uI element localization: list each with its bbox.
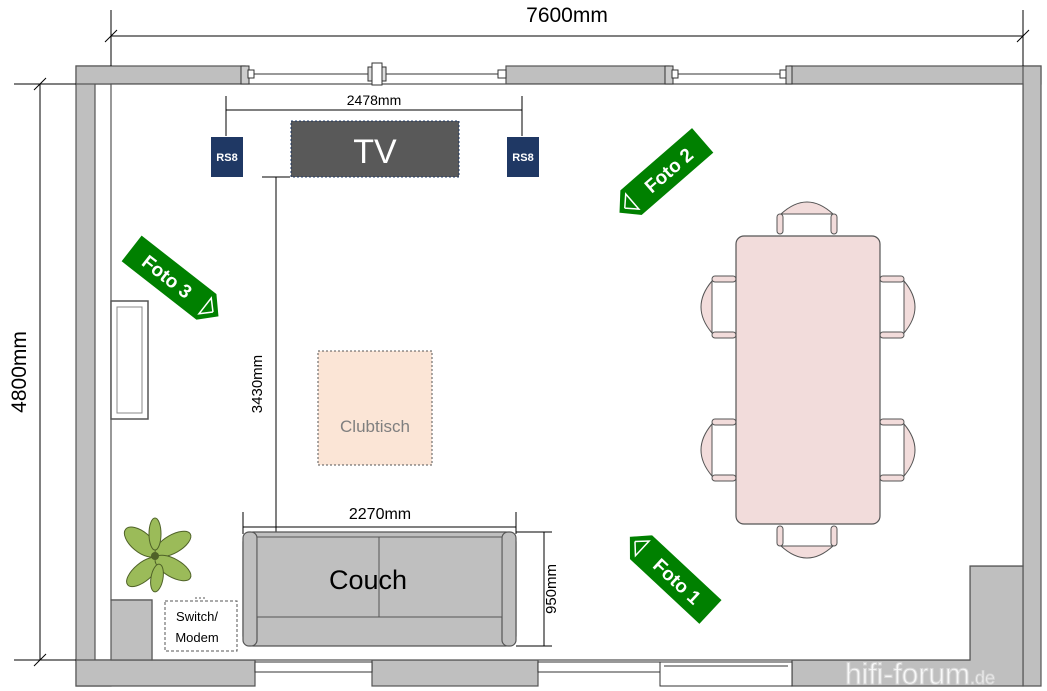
dim-couch-width bbox=[242, 512, 517, 534]
coffee-table bbox=[317, 350, 433, 466]
speaker-left bbox=[211, 137, 243, 177]
wall-top-right bbox=[789, 65, 1042, 85]
dim-couch-depth bbox=[516, 531, 552, 647]
switch-label-line1: Switch/ bbox=[176, 609, 218, 624]
bottom-windows bbox=[254, 661, 793, 687]
wall-bottom-mid bbox=[371, 659, 539, 687]
plant-icon bbox=[123, 517, 192, 593]
couch-label: Couch bbox=[329, 565, 407, 595]
watermark: hifi-forum.de bbox=[845, 658, 995, 691]
wall-top-left bbox=[75, 65, 246, 85]
wall-bottom-left bbox=[75, 659, 256, 687]
total-height-label: 4800mm bbox=[8, 331, 31, 413]
tv-label: TV bbox=[353, 133, 397, 171]
wall-left bbox=[75, 65, 112, 687]
dining-chairs bbox=[700, 201, 916, 559]
watermark-brand: hifi-forum bbox=[845, 658, 970, 691]
couch bbox=[242, 531, 517, 647]
dining-table bbox=[735, 235, 881, 525]
top-windows bbox=[240, 62, 793, 86]
total-width-label: 7600mm bbox=[526, 4, 608, 27]
coffee-table-label: Clubtisch bbox=[340, 417, 410, 436]
viewing-distance-label: 3430mm bbox=[249, 355, 266, 413]
watermark-tld: .de bbox=[970, 668, 995, 688]
switch-label-line2: Modem bbox=[175, 630, 218, 645]
speaker-right-label: RS8 bbox=[512, 152, 533, 164]
speaker-left-label: RS8 bbox=[216, 152, 237, 164]
dim-total-width bbox=[104, 10, 1030, 66]
couch-depth-label: 950mm bbox=[543, 564, 560, 614]
wall-right bbox=[1022, 65, 1042, 687]
speaker-spacing-label: 2478mm bbox=[347, 92, 401, 108]
switch-modem bbox=[164, 600, 238, 652]
dim-speaker-spacing bbox=[225, 96, 523, 136]
wall-top-mid bbox=[505, 65, 670, 85]
speaker-right bbox=[507, 137, 539, 177]
dim-total-height bbox=[14, 77, 76, 667]
couch-width-label: 2270mm bbox=[349, 506, 411, 523]
tv bbox=[290, 120, 460, 178]
